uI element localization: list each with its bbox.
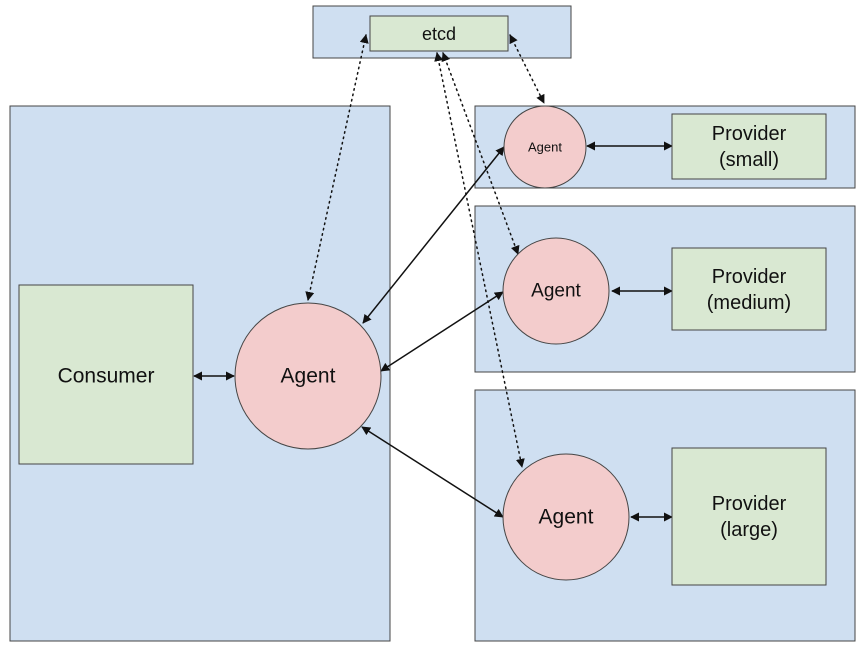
provider-medium-label-line1: Provider bbox=[712, 266, 787, 288]
etcd-box bbox=[369, 15, 509, 52]
etcd-label: etcd bbox=[422, 24, 456, 44]
provider-small-label-line2: (small) bbox=[719, 149, 779, 171]
etcd-consumer-agent-link bbox=[305, 34, 369, 301]
medium-agent-node bbox=[502, 237, 610, 345]
etcd-large-agent-link bbox=[434, 52, 525, 468]
provider-large-label-line2: (large) bbox=[720, 519, 778, 541]
etcd-small-agent-link bbox=[509, 34, 545, 104]
provider-small-label-line1: Provider bbox=[712, 123, 787, 145]
consumer-agent-medium-agent-link bbox=[380, 291, 504, 372]
consumer-label: Consumer bbox=[58, 365, 155, 388]
provider-medium-box bbox=[671, 247, 827, 331]
small-agent-node bbox=[503, 105, 587, 189]
provider-large-label-line1: Provider bbox=[712, 493, 787, 515]
consumer-agent-node bbox=[234, 302, 382, 450]
provider-medium-label-line2: (medium) bbox=[707, 292, 791, 314]
large-agent-node bbox=[502, 453, 630, 581]
medium-agent-label: Agent bbox=[531, 281, 581, 302]
large-agent-label: Agent bbox=[539, 506, 594, 529]
small-agent-label: Agent bbox=[528, 140, 562, 155]
consumer-agent-large-agent-link bbox=[361, 426, 504, 518]
consumer-agent-label: Agent bbox=[281, 365, 336, 388]
provider-large-box bbox=[671, 447, 827, 586]
provider-small-box bbox=[671, 113, 827, 180]
consumer-box bbox=[18, 284, 194, 465]
